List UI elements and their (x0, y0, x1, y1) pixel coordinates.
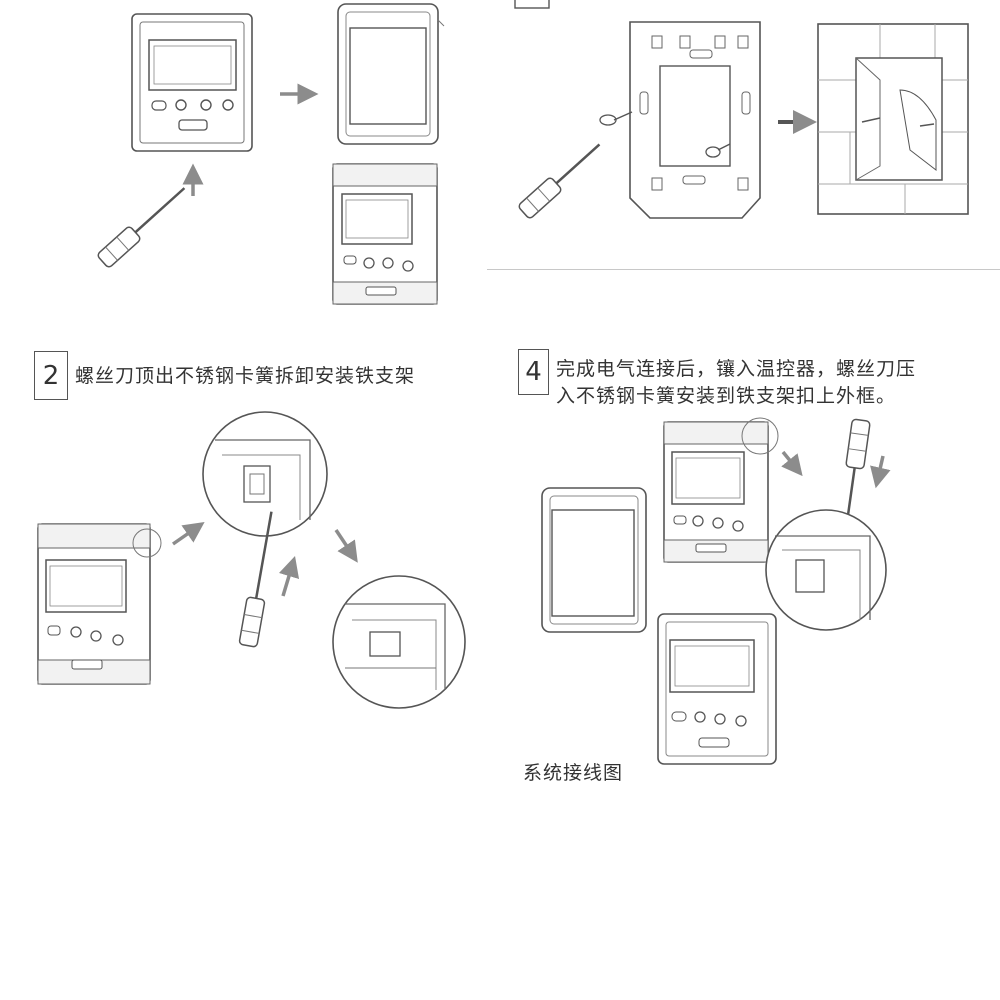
step1-thermostat-module (332, 163, 438, 305)
step4-thermostat-module (663, 417, 779, 563)
screwdriver-icon (97, 187, 186, 268)
arrow-icon (334, 529, 358, 563)
screwdriver-icon (518, 143, 601, 219)
front-frame-icon (541, 487, 647, 633)
wall-box-icon (817, 23, 969, 215)
wiring-diagram-label: 系统接线图 (523, 762, 624, 784)
arrow-icon (172, 522, 205, 546)
arrow-icon (870, 455, 891, 489)
arrow-icon (781, 450, 803, 477)
step2-thermostat-module (37, 523, 162, 685)
arrow-icon (278, 555, 300, 597)
section-divider (487, 269, 1000, 270)
screwdriver-icon (238, 511, 273, 648)
magnifier-detail-icon (202, 411, 328, 537)
magnifier-detail-icon (332, 575, 466, 709)
step4-assembled-thermostat (657, 613, 777, 765)
step2-caption-line-1: 螺丝刀顶出不锈钢卡簧拆卸安装铁支架 (75, 365, 416, 387)
step4-number: 4 (518, 349, 549, 395)
step2-number: 2 (34, 351, 68, 400)
step3-number-box (514, 0, 550, 9)
step1-thermostat-front (131, 13, 253, 152)
front-frame-icon (337, 3, 445, 145)
mounting-bracket-icon (629, 21, 761, 219)
magnifier-detail-icon (765, 509, 887, 631)
step4-caption-line-2: 入不锈钢卡簧安装到铁支架扣上外框。 (556, 385, 897, 407)
screw-icon (705, 143, 731, 158)
screw-icon (599, 111, 633, 126)
step4-caption-line-1: 完成电气连接后，镶入温控器，螺丝刀压 (556, 358, 917, 380)
screwdriver-icon (841, 418, 871, 554)
